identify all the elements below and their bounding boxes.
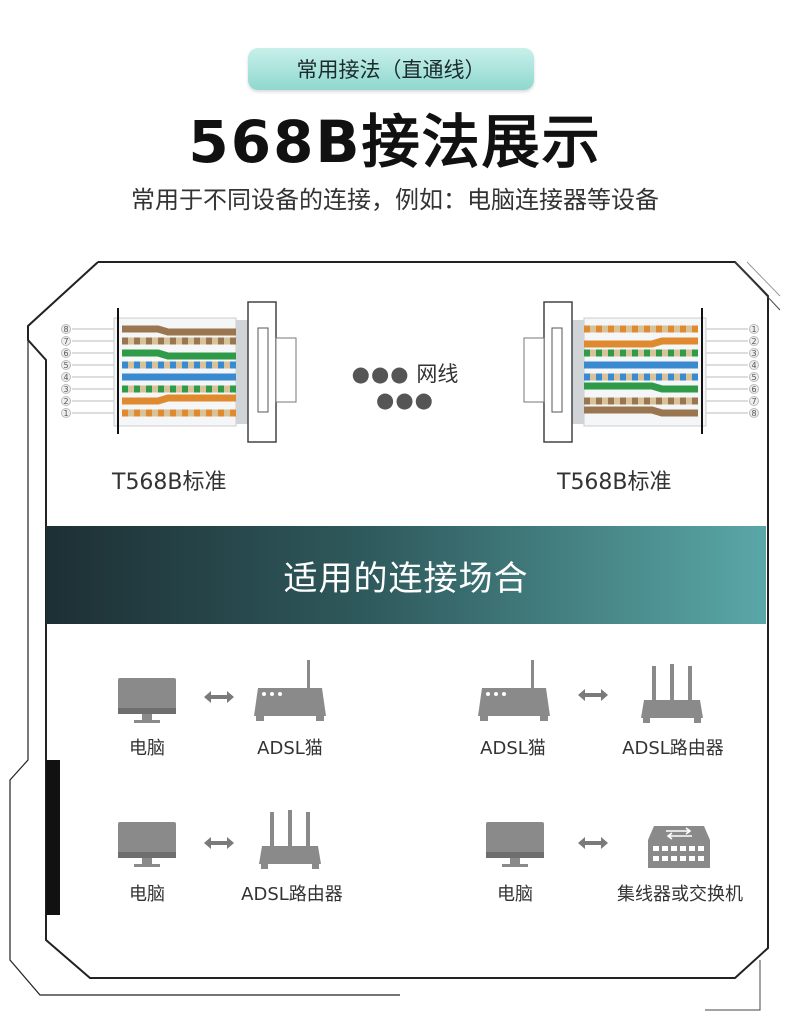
rj45-plug-right: 1 2 3 4 5 6 7 8 bbox=[523, 301, 759, 443]
pin-number-markers-left: 8 7 6 5 4 3 2 1 bbox=[61, 324, 71, 418]
monitor-icon bbox=[118, 822, 176, 867]
double-arrow-icon bbox=[204, 691, 234, 703]
svg-text:5: 5 bbox=[752, 373, 757, 382]
svg-text:7: 7 bbox=[64, 337, 69, 346]
svg-text:3: 3 bbox=[752, 349, 757, 358]
modem-icon bbox=[478, 660, 550, 721]
scenario-1-left-label: 电脑 bbox=[129, 738, 165, 759]
modem-icon bbox=[254, 660, 326, 721]
scenario-1-right-label: ADSL猫 bbox=[257, 738, 323, 759]
svg-text:2: 2 bbox=[752, 337, 757, 346]
section-band: 适用的连接场合 bbox=[46, 526, 766, 624]
dots-right-icon: ●●● bbox=[376, 388, 434, 412]
scenario-2-right-label: ADSL路由器 bbox=[622, 738, 724, 759]
svg-text:1: 1 bbox=[64, 409, 69, 418]
left-standard-label: T568B标准 bbox=[112, 470, 227, 495]
pill-text: 常用接法（直通线） bbox=[296, 58, 486, 82]
dots-left-icon: ●●● bbox=[351, 362, 410, 386]
router-icon bbox=[641, 664, 703, 723]
svg-text:3: 3 bbox=[64, 385, 69, 394]
scenario-4-right-label: 集线器或交换机 bbox=[617, 884, 743, 905]
scenario-4-left-label: 电脑 bbox=[497, 884, 533, 905]
switch-icon bbox=[648, 826, 710, 868]
svg-text:1: 1 bbox=[752, 325, 757, 334]
svg-text:7: 7 bbox=[752, 397, 757, 406]
double-arrow-icon bbox=[578, 837, 608, 849]
svg-text:6: 6 bbox=[64, 349, 69, 358]
monitor-icon bbox=[486, 822, 544, 867]
svg-text:4: 4 bbox=[64, 373, 69, 382]
scenario-3-left-label: 电脑 bbox=[129, 884, 165, 905]
cable-label: ●●● 网线 ●●● bbox=[340, 358, 470, 412]
svg-text:6: 6 bbox=[752, 385, 757, 394]
page-subtitle: 常用于不同设备的连接，例如：电脑连接器等设备 bbox=[131, 186, 659, 214]
svg-text:8: 8 bbox=[64, 325, 69, 334]
svg-text:5: 5 bbox=[64, 361, 69, 370]
router-icon bbox=[259, 810, 321, 869]
rj45-plug-left: 8 7 6 5 4 3 2 1 bbox=[61, 301, 297, 443]
monitor-icon bbox=[118, 678, 176, 723]
scenario-3-right-label: ADSL路由器 bbox=[241, 884, 343, 905]
svg-text:8: 8 bbox=[752, 409, 757, 418]
right-standard-label: T568B标准 bbox=[557, 470, 672, 495]
svg-text:4: 4 bbox=[752, 361, 757, 370]
section-title: 适用的连接场合 bbox=[283, 558, 529, 599]
svg-text:2: 2 bbox=[64, 397, 69, 406]
double-arrow-icon bbox=[578, 689, 608, 701]
double-arrow-icon bbox=[204, 837, 234, 849]
pin-number-markers-right: 1 2 3 4 5 6 7 8 bbox=[749, 324, 759, 418]
scenario-2-left-label: ADSL猫 bbox=[480, 738, 546, 759]
page-title: 568B接法展示 bbox=[188, 108, 602, 176]
cable-label-text: 网线 bbox=[416, 362, 459, 386]
connection-type-pill: 常用接法（直通线） bbox=[248, 48, 534, 90]
